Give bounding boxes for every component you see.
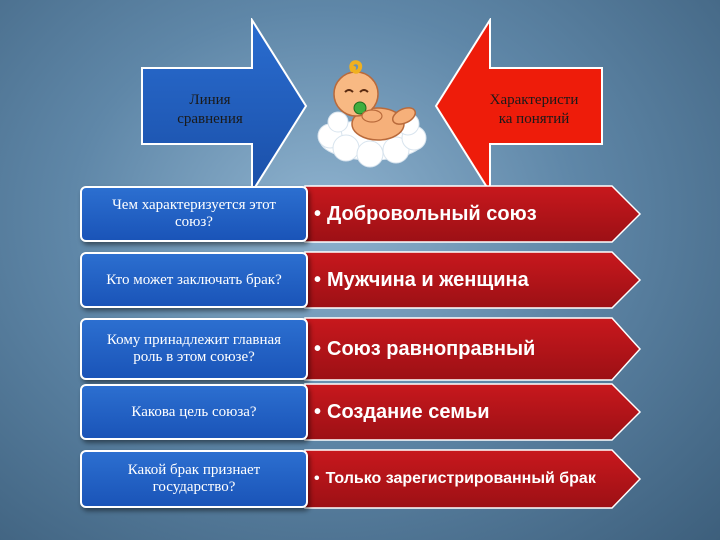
question-box: Какова цель союза? [80,384,308,440]
answer-text: •Добровольный союз [314,186,604,242]
answer-text: •Создание семьи [314,384,604,440]
question-label: Кому принадлежит главная роль в этом сою… [106,332,282,365]
cloud-shape [317,111,427,168]
question-box: Чем характеризуется этот союз? [80,186,308,242]
question-box: Кому принадлежит главная роль в этом сою… [80,318,308,380]
answer-text: •Мужчина и женщина [314,252,604,308]
answer-label: Создание семьи [327,401,490,423]
answer-text: •Союз равноправный [314,318,604,380]
question-box: Кто может заключать брак? [80,252,308,308]
baby-arm [361,109,383,123]
bullet: • [314,401,322,423]
answer-text: • Только зарегистрированный брак [314,450,604,508]
bullet: • [314,338,322,360]
bullet: • [314,470,320,487]
question-label: Чем характеризуется этот союз? [112,197,276,230]
question-box: Какой брак признает государство? [80,450,308,508]
baby-leg [391,107,417,125]
question-label: Какова цель союза? [131,403,257,420]
bullet: • [314,203,322,225]
pacifier [353,101,367,115]
question-label: Какой брак признает государство? [127,462,261,495]
baby-on-cloud-illustration [317,60,427,168]
right-header-label: Характеристи ка понятий [489,92,579,127]
answer-label: Мужчина и женщина [327,269,529,291]
answer-label: Добровольный союз [327,203,537,225]
bullet: • [314,269,322,291]
answer-label: Только зарегистрированный брак [325,470,596,487]
right-header-arrow [434,18,603,194]
left-header-label: Линия сравнения [177,92,243,127]
answer-label: Союз равноправный [327,338,536,360]
left-header-arrow [141,18,308,194]
baby-hair [349,60,363,74]
question-label: Кто может заключать брак? [106,271,282,288]
